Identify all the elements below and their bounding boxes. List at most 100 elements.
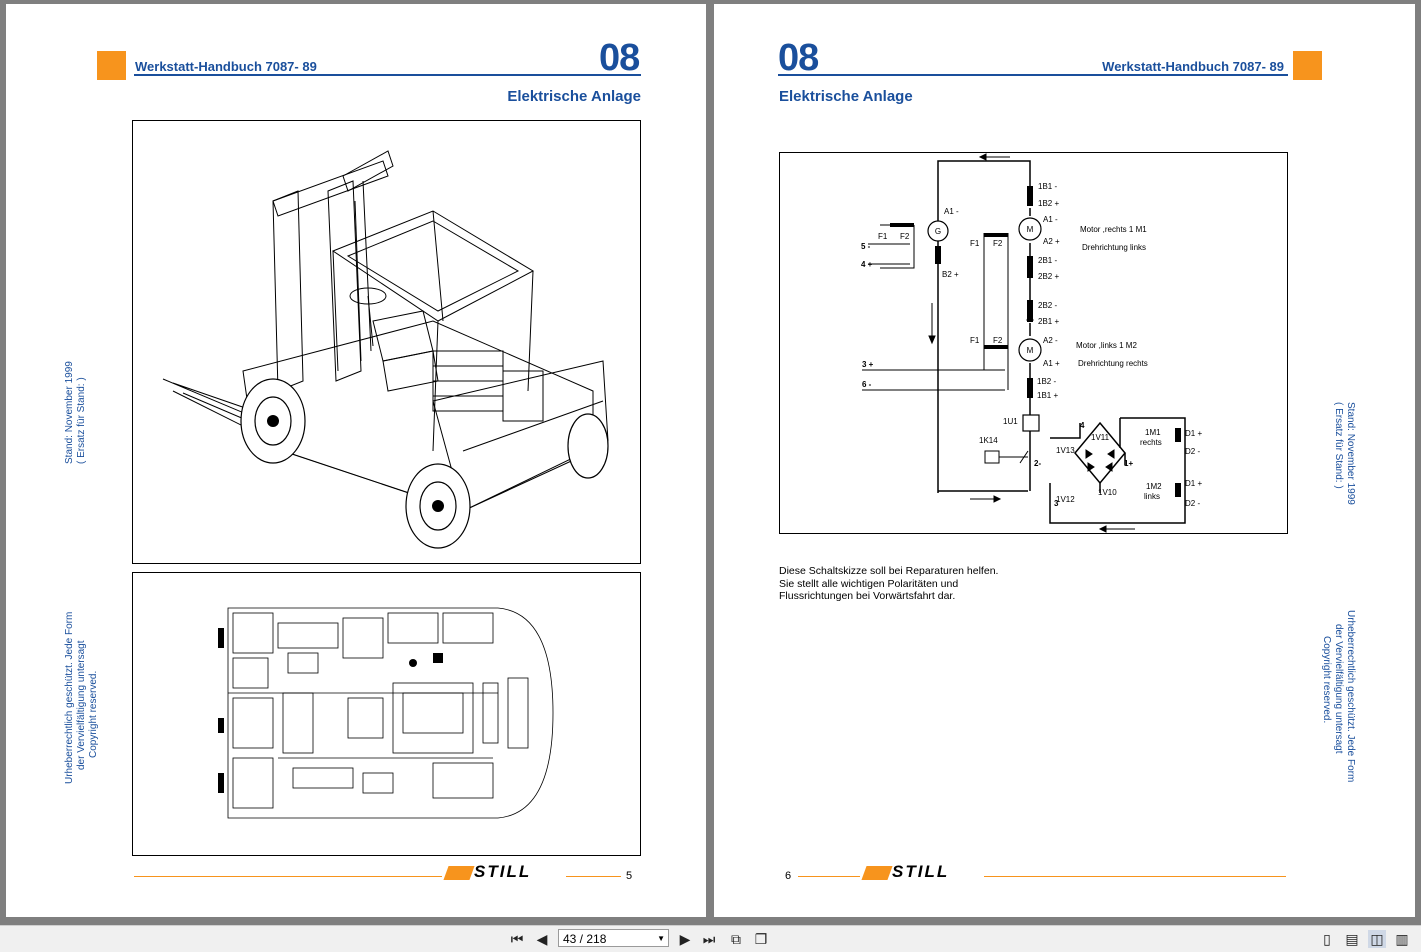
chapter-number: 08 xyxy=(778,37,819,79)
section-title: Elektrische Anlage xyxy=(779,88,913,105)
header-orange-square xyxy=(1293,51,1322,80)
t6-label: 6 - xyxy=(862,380,872,389)
copyright-line-2: der Vervielfältigung untersagt xyxy=(76,640,87,770)
m1-label: M xyxy=(1027,225,1034,234)
header-rule xyxy=(778,74,1288,76)
footer-rule-left xyxy=(134,876,442,877)
t3-label: 3 + xyxy=(862,360,874,369)
previous-page-button[interactable]: ◀ xyxy=(536,931,548,947)
m2-label: M xyxy=(1027,346,1034,355)
m1r-label: 1M1 xyxy=(1145,428,1161,437)
t4-label: 4 + xyxy=(861,260,873,269)
b2p1-label: 1B2 + xyxy=(1038,199,1059,208)
b2b2p-label: 2B2 + xyxy=(1038,272,1059,281)
copy-page-icon[interactable]: ⧉ xyxy=(731,931,741,947)
v12-label: 1V12 xyxy=(1056,495,1075,504)
u1-label: 1U1 xyxy=(1003,417,1018,426)
copyright-text: Urheberrechtlich geschützt. Jede Form de… xyxy=(1320,610,1356,782)
circuit-schematic: G M M A1 - B2 + F1 F2 F1 F2 F1 F2 5 - 4 … xyxy=(779,152,1288,534)
m2l-label: 1M2 xyxy=(1146,482,1162,491)
k14-label: 1K14 xyxy=(979,436,998,445)
copyright-line-2: der Vervielfältigung untersagt xyxy=(1333,624,1344,754)
chapter-number: 08 xyxy=(599,37,640,79)
forklift-drawing xyxy=(162,150,609,549)
single-page-view-icon[interactable]: ▯ xyxy=(1323,931,1331,947)
m2l2-label: links xyxy=(1144,492,1160,501)
left-page: Werkstatt-Handbuch 7087- 89 08 Elektrisc… xyxy=(6,4,706,917)
viewer-toolbar: ⏮ ◀ 43 / 218 ▼ ▶ ⏭ ⧉ ❐ ▯ ▤ ◫ ▥ xyxy=(0,925,1421,952)
d2m-label: D2 - xyxy=(1185,447,1200,456)
b2b1p-label: 2B1 + xyxy=(1038,317,1059,326)
ersatz-line: ( Ersatz für Stand: ) xyxy=(76,377,87,464)
caption-line-3: Flussrichtungen bei Vorwärtsfahrt dar. xyxy=(779,590,956,602)
f2-label: F2 xyxy=(900,232,910,241)
t5-label: 5 - xyxy=(861,242,871,251)
caption-line-1: Diese Schaltskizze soll bei Reparaturen … xyxy=(779,565,999,577)
dreh-links-label: Drehrichtung links xyxy=(1082,243,1146,252)
b2p-label: B2 + xyxy=(942,270,959,279)
m2a2-label: A2 - xyxy=(1043,336,1058,345)
section-title: Elektrische Anlage xyxy=(507,88,641,105)
m1a1-label: A1 - xyxy=(1043,215,1058,224)
motor-links-label: Motor ,links 1 M2 xyxy=(1076,341,1137,350)
copyright-line-1: Urheberrechtlich geschützt. Jede Form xyxy=(64,611,75,784)
header-rule xyxy=(134,74,641,76)
two-page-view-icon[interactable]: ◫ xyxy=(1368,930,1386,948)
copyright-text: Urheberrechtlich geschützt. Jede Form de… xyxy=(64,612,100,784)
stand-line: Stand: November 1999 xyxy=(64,361,75,464)
footer-rule-left xyxy=(798,876,860,877)
dreh-rechts-label: Drehrichtung rechts xyxy=(1078,359,1148,368)
caption-line-2: Sie stellt alle wichtigen Polaritäten un… xyxy=(779,577,959,590)
page-number-field[interactable]: 43 / 218 ▼ xyxy=(558,929,669,947)
f2c-label: F2 xyxy=(993,336,1003,345)
component-layout-diagram xyxy=(132,572,641,856)
stand-text: Stand: November 1999 ( Ersatz für Stand:… xyxy=(1332,402,1356,505)
m2a1-label: A1 + xyxy=(1043,359,1060,368)
ersatz-line: ( Ersatz für Stand: ) xyxy=(1333,402,1344,489)
copyright-line-3: Copyright reserved. xyxy=(1321,636,1332,724)
caption: Diese Schaltskizze soll bei Reparaturen … xyxy=(779,565,998,603)
f2b-label: F2 xyxy=(993,239,1003,248)
d1p-label: D1 + xyxy=(1185,429,1202,438)
motor-rechts-label: Motor ,rechts 1 M1 xyxy=(1080,225,1147,234)
v13-label: 1V13 xyxy=(1056,446,1075,455)
stand-text: Stand: November 1999 ( Ersatz für Stand:… xyxy=(64,361,88,464)
header-title: Werkstatt-Handbuch 7087- 89 xyxy=(135,59,317,74)
page-number: 6 xyxy=(785,870,792,882)
page-number-value: 43 / 218 xyxy=(563,932,607,946)
dropdown-icon[interactable]: ▼ xyxy=(657,934,665,943)
node-2-label: 2- xyxy=(1034,459,1041,468)
brand-logo: STILL xyxy=(474,862,532,881)
header-orange-square xyxy=(97,51,126,80)
component-layout-drawing xyxy=(218,607,554,819)
brand-logo: STILL xyxy=(892,862,950,881)
forklift-illustration xyxy=(132,120,641,564)
d2m2-label: D2 - xyxy=(1185,499,1200,508)
f1-label: F1 xyxy=(878,232,888,241)
node-3-label: 3 xyxy=(1054,499,1059,508)
copyright-line-1: Urheberrechtlich geschützt. Jede Form xyxy=(1345,610,1356,783)
next-page-button[interactable]: ▶ xyxy=(679,931,691,947)
f1c-label: F1 xyxy=(970,336,980,345)
pages-icon[interactable]: ❐ xyxy=(754,931,768,947)
g-label: G xyxy=(935,227,941,236)
still-logo-icon xyxy=(861,866,893,880)
copyright-line-3: Copyright reserved. xyxy=(88,670,99,758)
first-page-button[interactable]: ⏮ xyxy=(510,931,524,947)
two-page-continuous-icon[interactable]: ▥ xyxy=(1395,931,1409,947)
footer-rule-right xyxy=(566,876,621,877)
m1r2-label: rechts xyxy=(1140,438,1162,447)
right-page: 08 Werkstatt-Handbuch 7087- 89 Elektrisc… xyxy=(714,4,1415,917)
node-1-label: 1+ xyxy=(1124,459,1133,468)
f1b-label: F1 xyxy=(970,239,980,248)
still-logo-icon xyxy=(443,866,475,880)
continuous-view-icon[interactable]: ▤ xyxy=(1345,931,1359,947)
last-page-button[interactable]: ⏭ xyxy=(702,931,716,947)
l1b2m-label: 1B2 - xyxy=(1037,377,1056,386)
d1p2-label: D1 + xyxy=(1185,479,1202,488)
header-title: Werkstatt-Handbuch 7087- 89 xyxy=(1102,59,1284,74)
v11-label: 1V11 xyxy=(1091,433,1110,442)
v10-label: 1V10 xyxy=(1098,488,1117,497)
stand-line: Stand: November 1999 xyxy=(1345,402,1356,505)
schematic-drawing: G M M A1 - B2 + F1 F2 F1 F2 F1 F2 5 - 4 … xyxy=(861,153,1202,533)
